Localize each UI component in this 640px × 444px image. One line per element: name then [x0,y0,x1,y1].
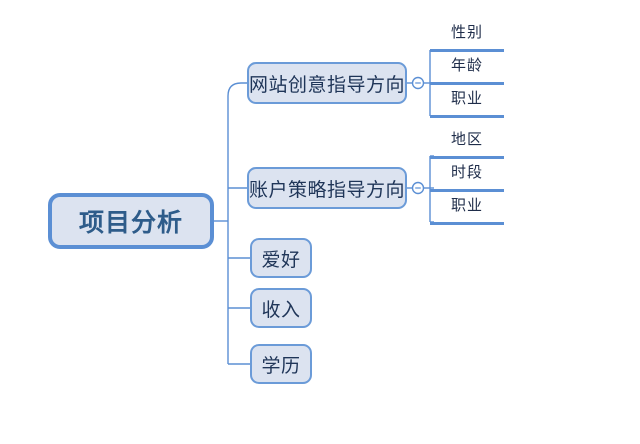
collapse-toggle-branch-2 [411,181,425,195]
branch-node-hobby[interactable]: 爱好 [250,238,312,278]
root-node-label: 项目分析 [78,208,183,237]
branch-node-account-strategy[interactable]: 账户策略指导方向 [247,167,407,209]
leaf-node-label: 职业 [450,196,483,214]
branch-node-income[interactable]: 收入 [250,288,312,328]
leaf-underline-bar [430,189,504,192]
branch-node-label: 爱好 [261,248,301,271]
leaf-node-age[interactable]: 年龄 [430,55,504,85]
leaf-node-occupation[interactable]: 职业 [430,195,504,225]
root-node[interactable]: 项目分析 [48,193,214,249]
connector-to-branch-1 [227,82,247,97]
branch-node-website-creative[interactable]: 网站创意指导方向 [247,62,407,104]
leaf-underline-bar [430,82,504,85]
collapse-toggle-branch-1 [411,76,425,90]
branch-node-label: 网站创意指导方向 [249,73,406,96]
branch-node-label: 账户策略指导方向 [249,178,406,201]
leaf-node-label: 地区 [450,130,483,148]
branch-node-label: 学历 [261,354,301,377]
leaf-underline-bar [430,222,504,225]
leaf-node-label: 职业 [450,89,483,107]
leaf-underline-bar [430,156,504,159]
branch-node-label: 收入 [261,298,301,321]
leaf-node-label: 时段 [450,163,483,181]
leaf-node-time-period[interactable]: 时段 [430,162,504,192]
leaf-node-gender[interactable]: 性别 [430,22,504,52]
leaf-node-region[interactable]: 地区 [430,129,504,159]
leaf-underline-bar [430,49,504,52]
leaf-node-label: 性别 [450,23,483,41]
leaf-node-label: 年龄 [450,56,483,74]
leaf-underline-bar [430,115,504,118]
leaf-node-occupation[interactable]: 职业 [430,88,504,118]
branch-node-education[interactable]: 学历 [250,344,312,384]
